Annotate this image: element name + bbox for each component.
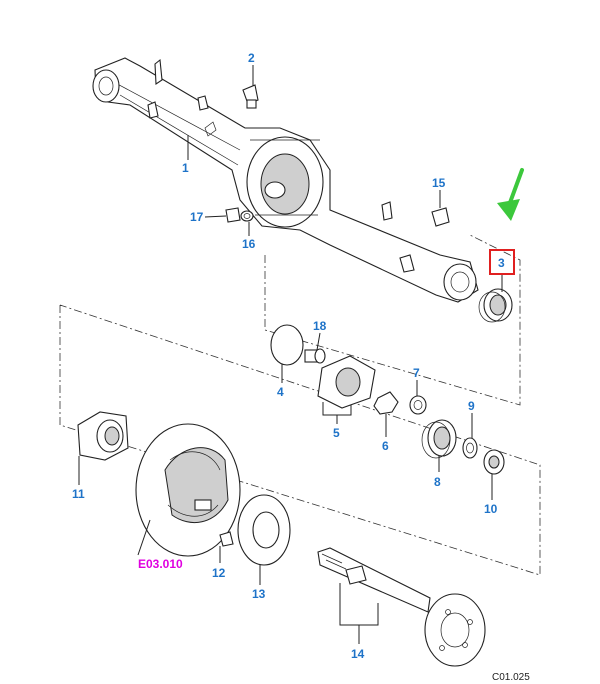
- drawing-code: C01.025: [492, 672, 530, 683]
- hub-flange[interactable]: [77, 411, 129, 461]
- callout-15[interactable]: 15: [432, 176, 446, 190]
- callout-10[interactable]: 10: [484, 502, 498, 516]
- highlight-box: [489, 249, 515, 275]
- inner-oil-seal[interactable]: [483, 449, 505, 475]
- callout-4[interactable]: 4: [277, 385, 284, 399]
- leader-lines: [78, 65, 503, 644]
- callout-14[interactable]: 14: [351, 647, 365, 661]
- bleed-screw[interactable]: [219, 531, 234, 547]
- callout-8[interactable]: 8: [434, 475, 441, 489]
- drain-plug[interactable]: [225, 207, 241, 223]
- callout-9[interactable]: 9: [468, 399, 475, 413]
- callout-3[interactable]: 3: [498, 256, 505, 270]
- callout-2[interactable]: 2: [248, 51, 255, 65]
- filler-plug[interactable]: [431, 207, 450, 227]
- callout-6[interactable]: 6: [382, 439, 389, 453]
- backing-plate-gasket[interactable]: [237, 494, 291, 566]
- green-arrow-icon: [497, 168, 524, 221]
- callout-17[interactable]: 17: [190, 210, 204, 224]
- callout-7[interactable]: 7: [413, 366, 420, 380]
- breather-vent[interactable]: [242, 84, 259, 109]
- bearing-retainer-bolt[interactable]: [304, 348, 326, 364]
- callout-12[interactable]: 12: [212, 566, 226, 580]
- brake-backing-plate[interactable]: [135, 423, 241, 557]
- wheel-bearing[interactable]: [421, 419, 457, 459]
- bearing-spacer[interactable]: [462, 437, 478, 459]
- axle-half-shaft[interactable]: [317, 547, 486, 667]
- lock-washer[interactable]: [409, 395, 427, 415]
- axle-nut[interactable]: [373, 391, 399, 415]
- callout-13[interactable]: 13: [252, 587, 266, 601]
- axle-housing[interactable]: [92, 57, 479, 303]
- sealing-washer[interactable]: [240, 210, 254, 222]
- callout-18[interactable]: 18: [313, 319, 327, 333]
- oil-seal[interactable]: [478, 288, 513, 323]
- reference-link-brake-assembly[interactable]: E03.010: [138, 557, 183, 571]
- callout-5[interactable]: 5: [333, 426, 340, 440]
- callout-1[interactable]: 1: [182, 161, 189, 175]
- bearing-retainer-plate[interactable]: [317, 355, 376, 409]
- callout-16[interactable]: 16: [242, 237, 256, 251]
- callout-labels: 1 2 3 4 5 6 7 8 9 10 11 12 13 14 15 16 1…: [72, 51, 530, 683]
- callout-11[interactable]: 11: [72, 487, 85, 501]
- o-ring[interactable]: [270, 324, 304, 366]
